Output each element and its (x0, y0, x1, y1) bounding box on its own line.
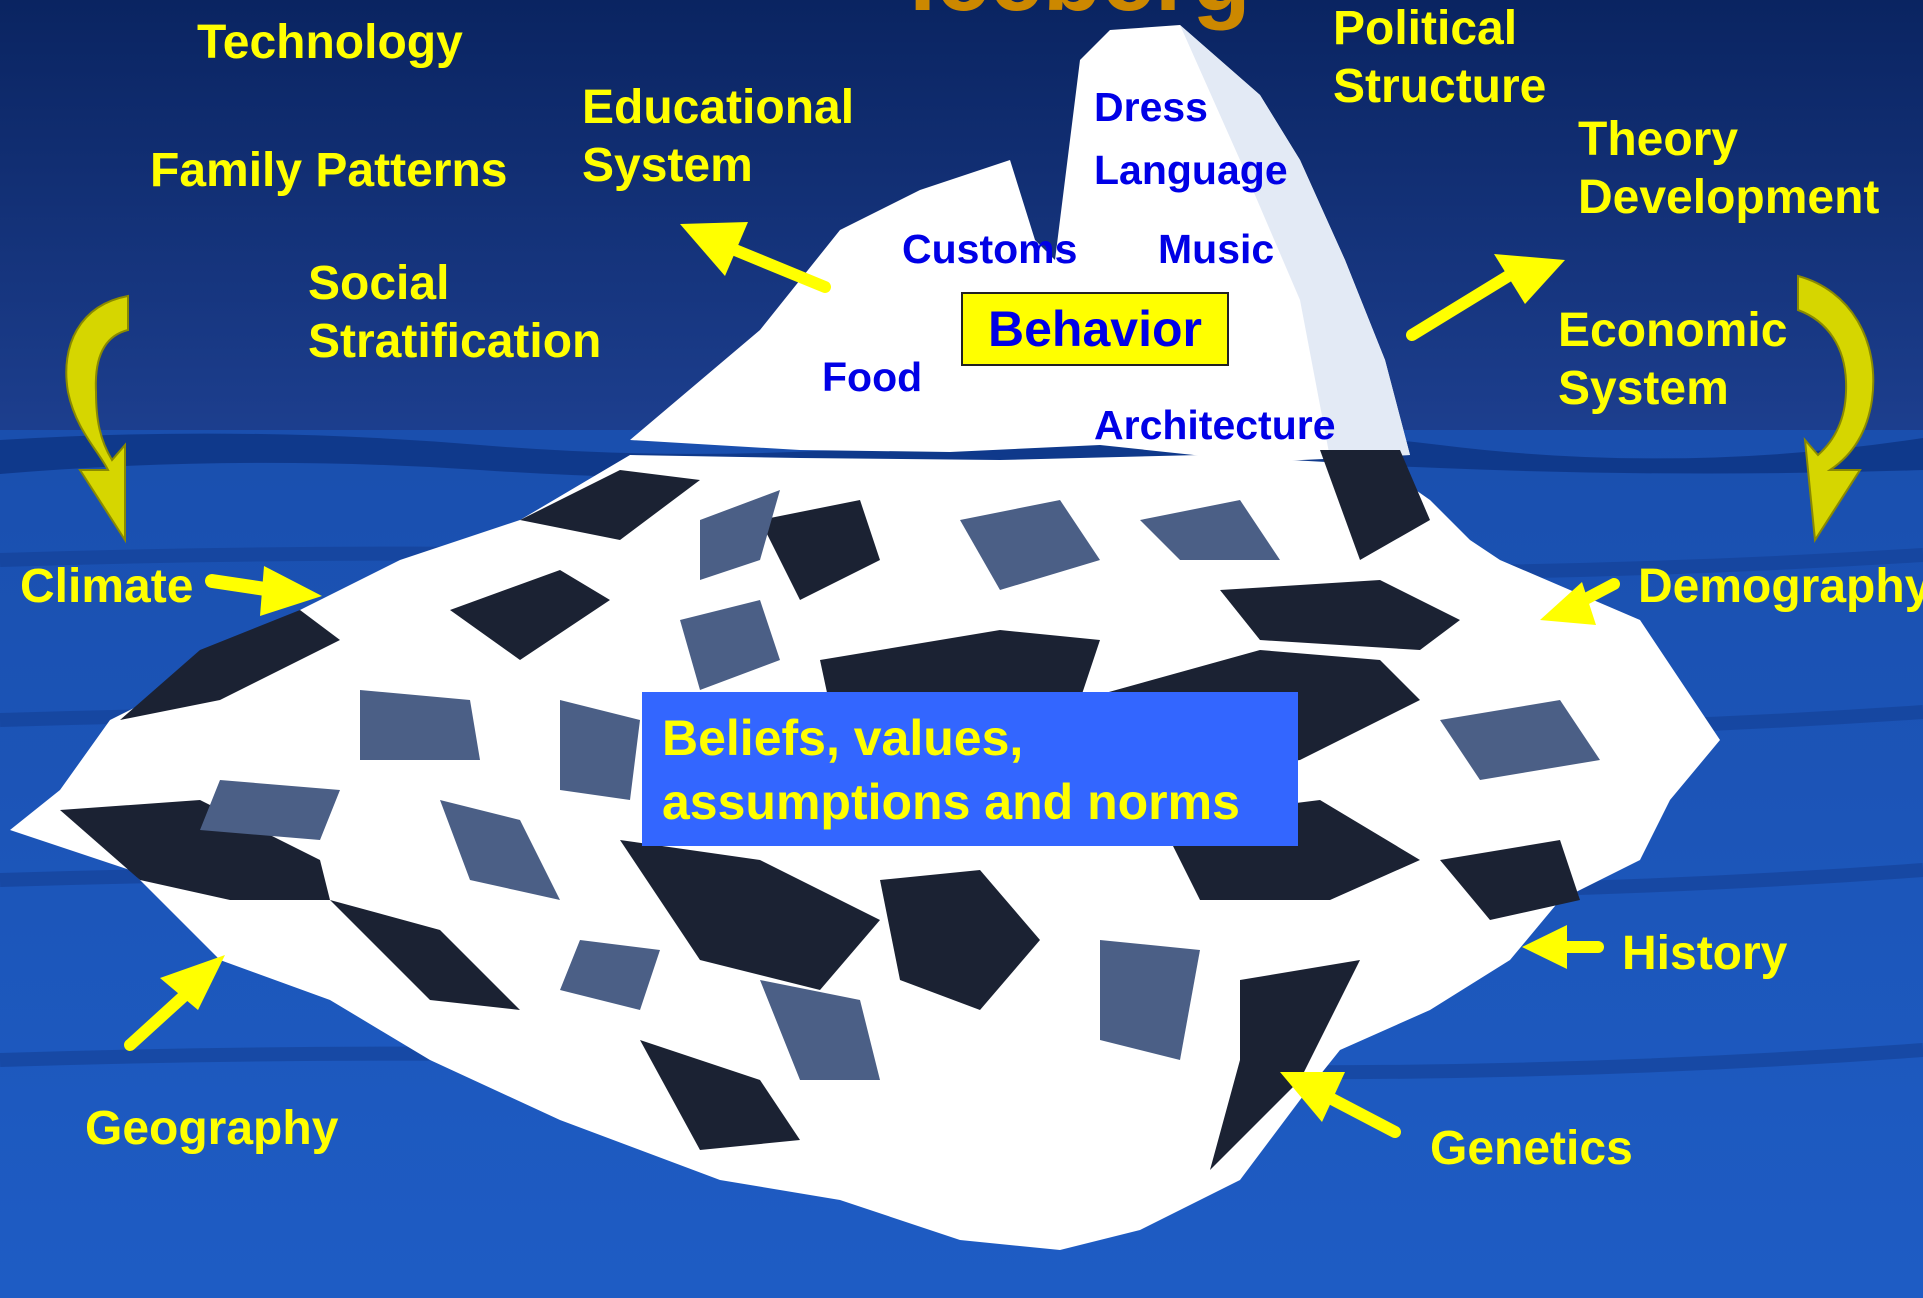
waterline (0, 428, 1923, 479)
label-demography: Demography (1638, 560, 1923, 613)
curved-arrow-left (65, 294, 129, 544)
curved-arrow-right (1797, 274, 1875, 543)
arrow-from-genetics (1280, 1072, 1401, 1138)
label-educational-system: Educational System (582, 81, 855, 192)
arrows (124, 222, 1620, 1138)
behavior-box: Behavior (961, 292, 1229, 366)
label-music: Music (1158, 226, 1275, 272)
title-fragment: Iceberg (909, 0, 1250, 31)
arrow-from-history (1522, 925, 1604, 969)
label-family-patterns: Family Patterns (150, 144, 508, 197)
arrow-from-climate (205, 566, 322, 616)
arrow-to-educational-system (680, 222, 831, 293)
label-theory-development: Theory Development (1578, 113, 1880, 224)
arrow-from-demography (1540, 578, 1620, 625)
arrow-to-theory-development (1406, 254, 1565, 341)
iceberg-mid-shadows (200, 490, 1600, 1080)
label-political-structure: Political Structure (1333, 2, 1547, 113)
label-geography: Geography (85, 1102, 339, 1155)
label-social-stratification: Social Stratification (308, 257, 602, 368)
label-food: Food (822, 354, 923, 400)
beliefs-box: Beliefs, values, assumptions and norms (642, 692, 1298, 846)
label-economic-system: Economic System (1558, 304, 1788, 415)
label-architecture: Architecture (1094, 402, 1336, 448)
arrow-from-geography (124, 955, 225, 1051)
label-language: Language (1094, 147, 1288, 193)
label-dress: Dress (1094, 84, 1208, 130)
label-customs: Customs (902, 226, 1078, 272)
label-history: History (1622, 927, 1788, 980)
iceberg-tip-shade (1180, 25, 1410, 458)
label-climate: Climate (20, 560, 194, 613)
label-technology: Technology (197, 16, 463, 69)
label-genetics: Genetics (1430, 1122, 1633, 1175)
